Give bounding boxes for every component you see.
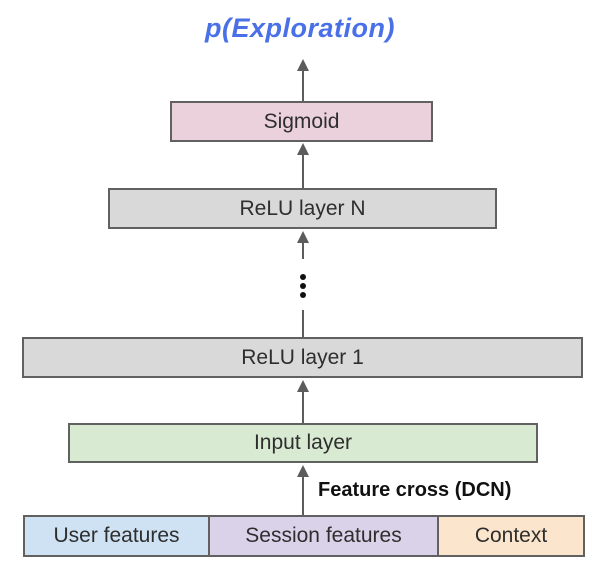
arrow-line xyxy=(302,310,304,337)
node-user-features-label: User features xyxy=(53,524,180,547)
feature-cross-label: Feature cross (DCN) xyxy=(318,479,512,501)
node-user-features: User features xyxy=(23,515,210,557)
node-relu-layer-n: ReLU layer N xyxy=(108,188,497,229)
arrow-line xyxy=(302,71,304,101)
node-session-features: Session features xyxy=(208,515,439,557)
arrow-up-icon xyxy=(297,143,309,155)
arrow-up-icon xyxy=(297,231,309,243)
node-context: Context xyxy=(437,515,585,557)
arrow-line xyxy=(302,154,304,188)
node-relu-layer-n-label: ReLU layer N xyxy=(239,196,366,220)
arrow-up-icon xyxy=(297,465,309,477)
node-input-layer: Input layer xyxy=(68,423,538,463)
node-session-features-label: Session features xyxy=(245,524,402,547)
arrow-line xyxy=(302,476,304,515)
node-relu-layer-1-label: ReLU layer 1 xyxy=(241,345,364,369)
node-context-label: Context xyxy=(474,524,548,547)
output-probability-label: p(Exploration) xyxy=(205,13,395,43)
ellipsis-dot xyxy=(300,292,306,298)
node-sigmoid-label: Sigmoid xyxy=(263,109,340,133)
node-relu-layer-1: ReLU layer 1 xyxy=(22,337,583,378)
node-sigmoid: Sigmoid xyxy=(170,101,433,142)
arrow-up-icon xyxy=(297,380,309,392)
ellipsis-dot xyxy=(300,283,306,289)
arrow-line xyxy=(302,242,304,259)
ellipsis-dot xyxy=(300,274,306,280)
arrow-up-icon xyxy=(297,59,309,71)
arrow-line xyxy=(302,391,304,423)
node-input-layer-label: Input layer xyxy=(253,431,353,454)
